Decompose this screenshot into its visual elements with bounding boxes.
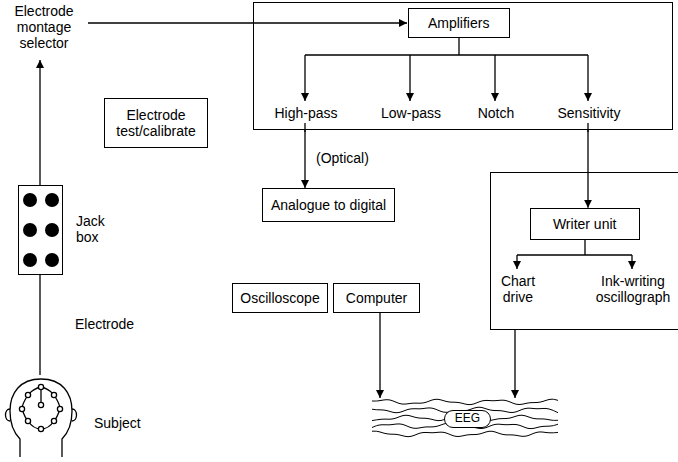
box-label: Computer [346,290,407,306]
jack-box: Jack box [18,185,63,275]
connector [379,313,380,398]
wire [304,55,305,101]
node-label: Low-pass [381,105,441,121]
electrode-dot [51,392,56,397]
wire [39,60,40,185]
connector [304,130,305,188]
device-box: Computer [333,283,420,313]
electrode-dot [57,406,62,411]
wire [458,38,459,55]
socket-dot [23,223,37,237]
head-outline [2,375,80,459]
electrode-dot [25,418,30,423]
head-outline [10,379,72,457]
node-label: Subject [94,415,164,431]
trace-line [372,431,558,436]
wire [88,22,407,23]
eeg-trace: EEG [375,398,560,440]
process-box: Amplifiers [408,8,510,38]
device-box: Oscilloscope [232,283,328,313]
electrode-dot [25,392,30,397]
node-label: High-pass [274,105,337,121]
electrode-dot [51,418,56,423]
socket-dot [23,193,37,207]
wire [516,255,517,269]
wire [584,240,585,255]
process-box: Writer unit [530,208,640,240]
box-label: Analogue to digital [271,197,386,213]
box-label: Amplifiers [428,15,489,31]
wire [409,55,410,101]
jack-sockets [23,193,59,267]
wire [494,55,495,101]
socket-dot [45,223,59,237]
wire [517,254,632,255]
wire [305,54,588,55]
box-label: Oscilloscope [240,290,319,306]
wire [631,255,632,269]
subject-head: Subject [2,375,80,459]
node-label: Ink-writing oscillograph [590,273,676,305]
electrode-dot [38,402,43,407]
electrode-dot [19,406,24,411]
eeg-paper [372,399,558,436]
selector-wires [40,23,407,185]
wire [587,55,588,101]
socket-dot [23,253,37,267]
node-label: Notch [478,105,515,121]
node-label: Chart drive [491,273,545,305]
socket-dot [45,253,59,267]
connector [39,275,40,375]
edge-label: Electrode [73,316,136,332]
writer-panel: Chart drive Ink-writing oscillograph Write… [490,172,678,330]
trace-line [372,399,558,404]
electrode-dot [38,384,43,389]
socket-dot [45,193,59,207]
node-label: Sensitivity [557,105,620,121]
connector [587,130,588,208]
trace-title: EEG [444,410,491,428]
node-label: Jack box [76,213,118,245]
filter-tree [305,38,588,132]
process-box: Electrode test/calibrate [104,98,208,148]
writer-tree [517,240,632,269]
ear [6,409,77,421]
processing-panel: High-pass Low-pass Notch Sensitivity Amplifi… [253,2,673,130]
process-box: Analogue to digital [262,188,395,222]
box-label: Electrode test/calibrate [111,107,201,139]
part-label: Electrode montage selector [2,3,86,51]
edge-label: (Optical) [314,150,371,166]
connector [514,330,515,398]
electrode-dot [38,426,43,431]
electrode-wire [22,387,60,429]
box-label: Writer unit [553,216,617,232]
